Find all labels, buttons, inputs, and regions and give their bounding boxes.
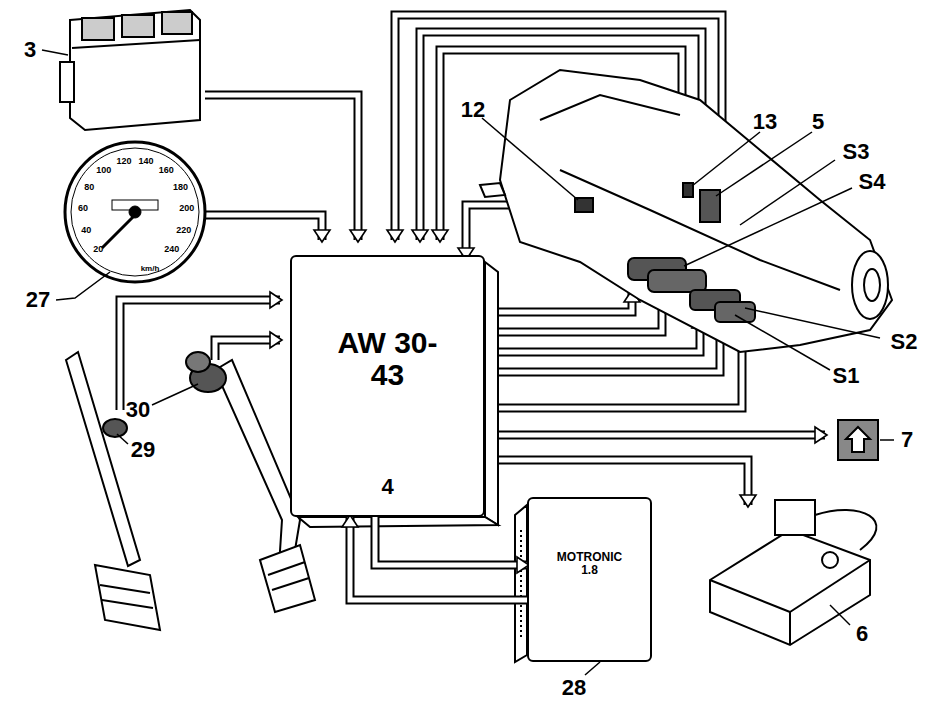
- signal-arrow: [375, 517, 527, 565]
- callout-number: S2: [891, 329, 918, 355]
- callout-number: 13: [753, 109, 777, 135]
- control-unit: AW 30-43 4: [290, 255, 485, 517]
- dial-number: 80: [84, 182, 94, 192]
- dial-number: 40: [81, 225, 91, 235]
- callout-number: 27: [26, 287, 50, 313]
- dial-number: 220: [176, 225, 191, 235]
- dial-unit: km/h: [141, 264, 160, 273]
- dial-number: 140: [139, 156, 154, 166]
- dial-number: 60: [78, 203, 88, 213]
- signal-arrow: [350, 517, 527, 600]
- callout-number: 29: [131, 437, 155, 463]
- dial-number: 180: [173, 182, 188, 192]
- callout-number: 7: [901, 427, 913, 453]
- unit-name: AW 30-43: [328, 327, 448, 390]
- callout-number: 3: [24, 37, 36, 63]
- callout-number: 12: [461, 97, 485, 123]
- dial-number: 200: [179, 203, 194, 213]
- callout-number: 5: [812, 109, 824, 135]
- dial-number: 20: [93, 244, 103, 254]
- dial-number: 240: [164, 244, 179, 254]
- callout-number: S3: [843, 139, 870, 165]
- dial-number: 120: [116, 156, 131, 166]
- dial-number: 160: [159, 165, 174, 175]
- unit-number: 4: [368, 475, 408, 498]
- engine-control-unit: MOTRONIC 1.8: [527, 497, 652, 662]
- callout-number: 6: [856, 621, 868, 647]
- dial-number: 100: [96, 165, 111, 175]
- callout-number: 28: [562, 675, 586, 701]
- callout-number: 30: [126, 397, 150, 423]
- callout-number: S4: [859, 169, 886, 195]
- unit-name: MOTRONIC 1.8: [550, 551, 630, 576]
- callout-number: S1: [833, 363, 860, 389]
